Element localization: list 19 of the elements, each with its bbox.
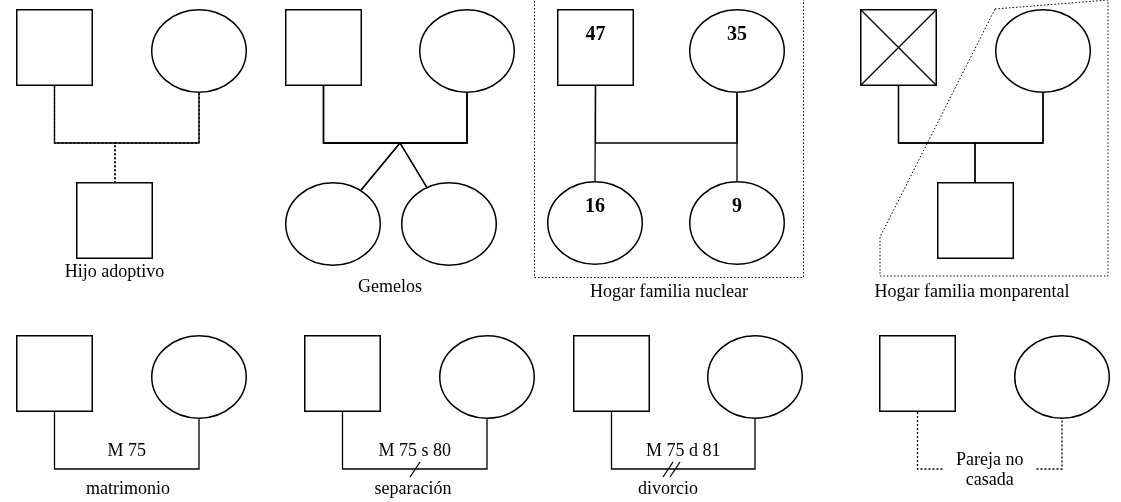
age-label: 16	[584, 195, 606, 215]
age-label: 35	[726, 23, 748, 43]
connector-line	[53, 411, 200, 470]
caption: Gemelos	[358, 276, 422, 296]
connector-line	[610, 411, 756, 470]
connector-line	[398, 92, 468, 188]
caption: divorcio	[638, 478, 698, 498]
household-title: Hogar familia monparental	[873, 281, 1071, 301]
age-label: 47	[584, 23, 607, 43]
household-title: Hogar familia nuclear	[589, 281, 749, 301]
connector-line	[53, 85, 200, 144]
connector-line	[974, 92, 1044, 183]
connector-line	[341, 411, 488, 470]
caption: separación	[374, 478, 452, 498]
connector-line	[736, 92, 738, 182]
connector-line	[594, 85, 597, 182]
age-label: 9	[731, 195, 743, 215]
caption: matrimonio	[86, 478, 170, 498]
symbol-caption: Hijo adoptivo	[63, 261, 166, 281]
